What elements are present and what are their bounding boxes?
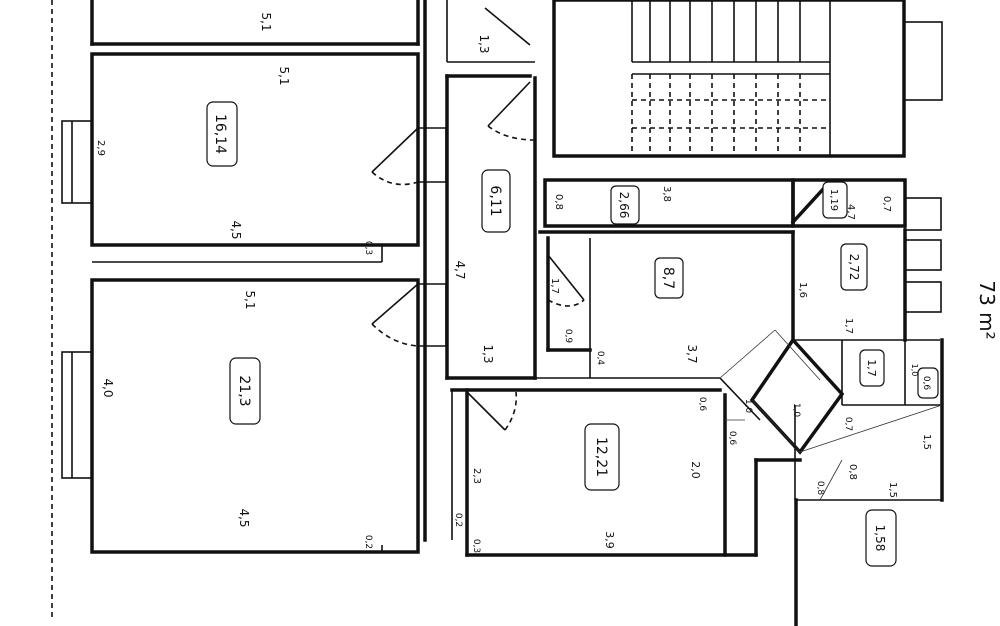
small-b [793,228,942,342]
kitchen [450,388,802,557]
dim-small-b-bottom: 1,7 [843,318,854,334]
dim-room-b-width: 5,1 [243,290,257,309]
dim-small-b-side: 1,6 [797,282,808,298]
dim-small-a-len: 3,8 [661,186,672,202]
svg-text:2,72: 2,72 [847,254,861,281]
svg-text:1,58: 1,58 [873,525,887,552]
margin-note: 73 m² [975,280,999,339]
area-label-small-b: 2,72 [840,243,868,291]
dim-east-a: 0,7 [843,417,853,431]
svg-text:16,14: 16,14 [212,114,228,154]
area-label-small-a: 2,66 [610,185,640,225]
area-label-room-c: 8,7 [654,257,684,299]
dim-room-a-width: 5,1 [277,66,291,85]
dim-diag-a: 1,0 [743,399,753,414]
dim-kitchen-wall: 3,9 [603,531,616,549]
dim-hall-top: 1,3 [477,34,491,53]
area-label-hall: 6,11 [481,169,511,233]
dim-kitchen-small2: 0,3 [471,539,481,553]
svg-text:1,7: 1,7 [865,359,878,377]
svg-text:12,21: 12,21 [593,437,609,477]
closet-a [790,178,942,231]
dim-kitchen-left: 2,3 [471,468,482,484]
dim-room-a-wall: 4,5 [229,220,243,239]
area-label-landing: 1,58 [865,509,897,567]
area-label-closet-c: 0,6 [917,367,939,399]
room-b [61,278,447,554]
dim-kitchen-mid: 2,0 [689,461,702,479]
dim-hall-bottom: 1,3 [481,344,495,363]
dim-closet-len: 4,7 [845,204,856,220]
staircase [552,0,943,158]
dim-kitchen-small1: 0,2 [453,513,463,527]
door-swing-room-b [418,283,447,347]
dim-kitchen-side: 0,6 [727,431,737,446]
dim-diag-b: 1,0 [791,403,801,418]
hall [445,0,537,380]
dim-east-d: 1,5 [921,434,932,450]
dim-room-b-wall: 4,5 [237,508,251,527]
svg-text:21,3: 21,3 [236,375,252,406]
area-label-closet-a: 1,19 [822,181,848,219]
dim-kitchen-top: 0,6 [697,397,707,412]
area-label-kitchen: 12,21 [584,423,620,491]
svg-text:2,66: 2,66 [617,192,631,219]
dim-room-c-small2: 0,4 [595,351,605,366]
room-a [61,52,447,263]
dim-small-a-left: 0,8 [553,194,564,210]
closet-b [841,338,944,502]
dim-closet-c-small: 1,0 [910,364,919,377]
svg-text:0,6: 0,6 [921,376,931,391]
room-c [535,230,795,421]
dim-east-e: 1,5 [887,482,898,498]
svg-text:1,19: 1,19 [828,189,839,211]
area-label-room-b: 21,3 [229,357,261,425]
dim-room-b-depth: 4,0 [101,378,115,397]
dim-room-c-side: 1,7 [549,278,560,294]
dim-east-c: 0,8 [815,481,825,496]
dim-east-b: 0,8 [847,464,858,480]
landing [794,404,943,626]
dim-hall-len: 4,7 [453,260,467,279]
dim-room-b-small: 0,2 [363,535,373,549]
dim-room-c-wall: 3,7 [685,344,699,363]
dim-closet-w: 0,7 [881,196,892,212]
svg-text:8,7: 8,7 [660,267,676,289]
dim-room-c-small: 0,9 [563,329,573,344]
dim-room-a-depth: 2,9 [95,140,106,156]
svg-text:6,11: 6,11 [487,185,503,216]
area-label-closet-b: 1,7 [859,349,885,387]
door-swing-room-a [418,127,447,183]
area-label-room-a: 16,14 [206,101,238,167]
diagonal-closet [719,329,845,455]
dim-room-a-small: 0,3 [363,241,373,255]
dim-top-room-width: 5,1 [259,12,273,31]
top-room [90,0,420,46]
